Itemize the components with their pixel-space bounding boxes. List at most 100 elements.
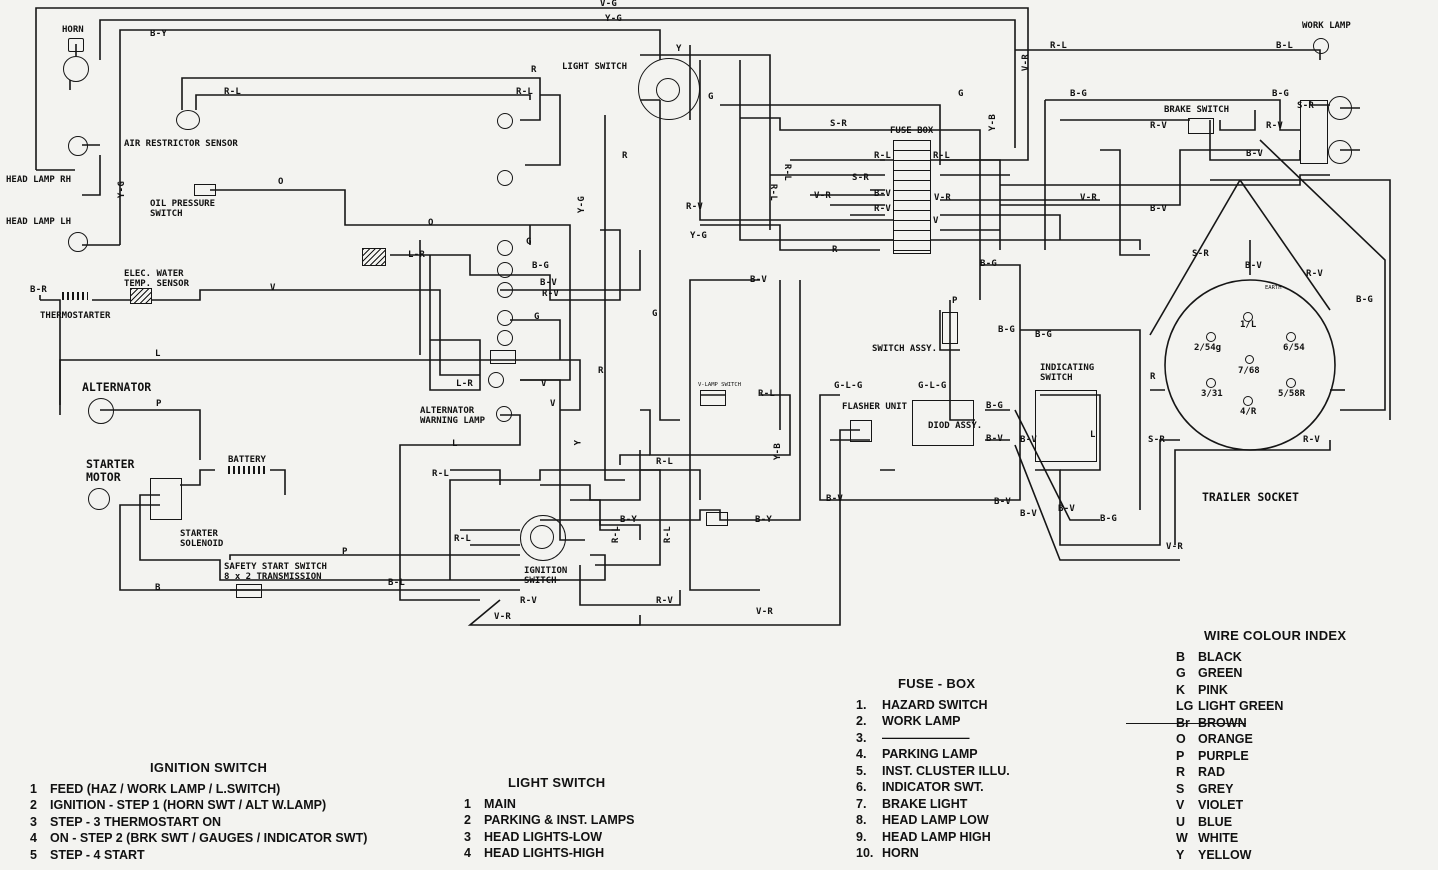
starter-solenoid-label: STARTER SOLENOID bbox=[180, 529, 224, 549]
socket-pin bbox=[1286, 378, 1296, 388]
fuse-box-table-title: FUSE - BOX bbox=[898, 676, 976, 691]
socket-pin bbox=[1206, 332, 1216, 342]
wire bbox=[600, 280, 801, 521]
socket-pin bbox=[1243, 312, 1253, 322]
wire-label: B-V bbox=[540, 278, 558, 288]
gauge-lamp-icon bbox=[497, 310, 513, 326]
wire-label: R-L bbox=[1050, 41, 1068, 51]
wire bbox=[1045, 99, 1300, 131]
starter-motor-symbol bbox=[88, 488, 110, 510]
socket-pin-label: 3/31 bbox=[1201, 389, 1223, 399]
rear-light-rh-icon bbox=[1328, 96, 1352, 120]
wire-label: P bbox=[952, 296, 958, 306]
wire-label: R-L bbox=[782, 163, 793, 182]
wire-label: R bbox=[598, 366, 604, 376]
horn-switch-symbol bbox=[706, 512, 728, 526]
horn-label: HORN bbox=[62, 25, 84, 35]
wire bbox=[429, 255, 481, 391]
table-row: 6.INDICATOR SWT. bbox=[856, 780, 984, 794]
fuse-box-symbol bbox=[893, 140, 931, 254]
wire bbox=[1100, 149, 1150, 256]
wire bbox=[540, 519, 620, 531]
battery-label: BATTERY bbox=[228, 455, 266, 465]
oil-pressure-switch-label: OIL PRESSURE SWITCH bbox=[150, 199, 216, 219]
wire bbox=[69, 44, 77, 90]
wire bbox=[819, 264, 1021, 501]
wire bbox=[390, 254, 500, 276]
wire bbox=[139, 494, 560, 581]
wire bbox=[1035, 389, 1180, 546]
wire bbox=[399, 414, 521, 601]
gauge-lamp-icon bbox=[497, 330, 513, 346]
wire-label: B-V bbox=[1058, 504, 1076, 514]
wire-label: O bbox=[278, 177, 284, 187]
gauge-lamp-icon bbox=[488, 372, 504, 388]
wire bbox=[100, 409, 201, 460]
wire-label: P bbox=[342, 547, 348, 557]
wire-label: R bbox=[1150, 372, 1156, 382]
socket-pin-label: 7/68 bbox=[1238, 366, 1260, 376]
wire-label: L bbox=[1090, 430, 1096, 440]
wire-label: R-V bbox=[686, 202, 704, 212]
socket-pin bbox=[1245, 355, 1254, 364]
work-lamp-icon bbox=[1313, 38, 1329, 54]
wire bbox=[510, 554, 606, 581]
wire-label: L-R bbox=[408, 250, 426, 260]
gauge-lamp-icon bbox=[497, 262, 513, 278]
wire-label: B-L bbox=[388, 578, 406, 588]
wire-label: V bbox=[270, 283, 276, 293]
ignition-switch-table-title: IGNITION SWITCH bbox=[150, 760, 268, 775]
wire bbox=[579, 565, 681, 606]
wire-colour-index-title: WIRE COLOUR INDEX bbox=[1204, 628, 1347, 643]
fuse-box-label: FUSE BOX bbox=[890, 126, 934, 136]
wire-label: V-G bbox=[600, 0, 618, 9]
wire bbox=[450, 469, 501, 485]
ignition-switch-label: IGNITION SWITCH bbox=[524, 566, 568, 586]
wire-label: R bbox=[531, 65, 537, 75]
wire bbox=[82, 155, 101, 196]
socket-pin bbox=[1243, 396, 1253, 406]
wire bbox=[1044, 100, 1190, 250]
gauge-lamp-icon bbox=[497, 282, 513, 298]
wire bbox=[229, 554, 520, 591]
water-temp-gauge-symbol bbox=[490, 350, 516, 364]
wire bbox=[1210, 179, 1391, 420]
wire bbox=[604, 115, 625, 481]
wire bbox=[119, 29, 661, 245]
wire bbox=[449, 469, 661, 580]
wire bbox=[689, 279, 760, 591]
wire-label: R-V bbox=[1306, 269, 1324, 279]
wire bbox=[99, 19, 1016, 148]
wire-label: R bbox=[622, 151, 628, 161]
wire bbox=[1174, 440, 1331, 545]
switch-assy-label: SWITCH ASSY. bbox=[872, 344, 938, 354]
gauge-lamp-icon bbox=[497, 240, 513, 256]
wire-label: V-R bbox=[1166, 542, 1184, 552]
alternator-warning-lamp-label: ALTERNATOR WARNING LAMP bbox=[420, 406, 486, 426]
diod-assy-symbol bbox=[912, 400, 974, 446]
head-lamp-lh-label: HEAD LAMP LH bbox=[6, 217, 72, 227]
wire bbox=[985, 409, 1010, 441]
wire-label: G bbox=[526, 237, 532, 247]
trailer-socket-body bbox=[1164, 279, 1336, 451]
table-row: 1.HAZARD SWITCH bbox=[856, 697, 988, 712]
wire-label: V bbox=[550, 399, 556, 409]
safety-start-switch-label: SAFETY START SWITCH 8 x 2 TRANSMISSION bbox=[224, 562, 327, 582]
wire-label: B-G bbox=[998, 325, 1016, 335]
table-row: 5.INST. CLUSTER ILLU. bbox=[856, 763, 1010, 778]
wire bbox=[860, 239, 1141, 250]
v-lamp-switch-symbol bbox=[700, 390, 726, 406]
wire-label: S-R bbox=[1148, 435, 1166, 445]
brake-switch-label: BRAKE SWITCH bbox=[1164, 105, 1230, 115]
starter-solenoid-symbol bbox=[150, 478, 182, 520]
wire-label: L bbox=[452, 439, 458, 449]
light-switch-label: LIGHT SWITCH bbox=[562, 62, 628, 72]
wire-label: B-G bbox=[980, 259, 998, 269]
wire-label: R-L bbox=[516, 87, 534, 97]
